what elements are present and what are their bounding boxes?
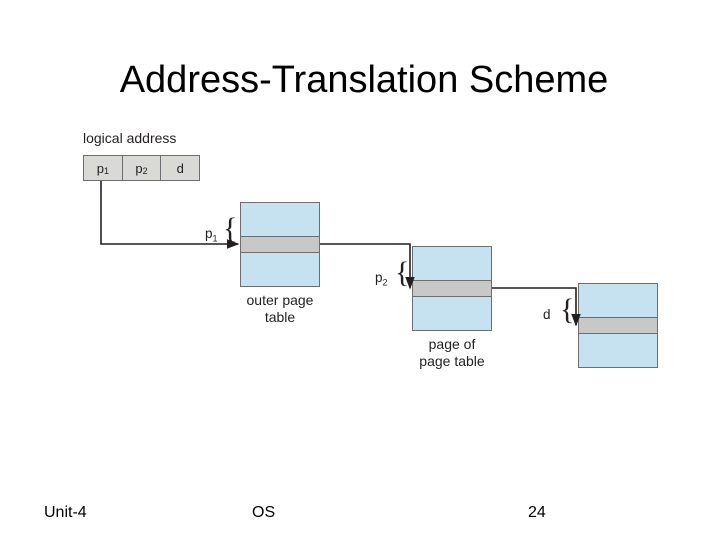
page-of-page-table-index: p2 bbox=[375, 270, 388, 291]
page-of-page-table-index-label: p bbox=[375, 270, 383, 285]
memory-frame-index-label: d bbox=[543, 307, 551, 322]
address-field-d: d bbox=[161, 156, 199, 180]
page-of-page-table-caption-line1: page of bbox=[428, 336, 476, 352]
page-title: Address-Translation Scheme bbox=[119, 59, 609, 101]
outer-page-table-index-sub: 1 bbox=[212, 233, 218, 244]
address-field-p1-name: p bbox=[96, 160, 104, 176]
outer-page-table-caption-line2: table bbox=[264, 309, 296, 325]
outer-page-table-index: p1 bbox=[205, 226, 218, 247]
outer-page-table-brace-icon: { bbox=[223, 212, 238, 245]
address-field-d-name: d bbox=[176, 160, 184, 176]
memory-frame-index: d bbox=[543, 307, 551, 323]
address-field-p1-sub: 1 bbox=[103, 166, 109, 176]
outer-page-table-block bbox=[240, 202, 320, 287]
outer-page-table-index-label: p bbox=[205, 226, 213, 241]
memory-frame-entry bbox=[579, 317, 657, 334]
memory-frame-block bbox=[578, 283, 658, 368]
outer-page-table-entry bbox=[241, 236, 319, 253]
memory-frame-brace-icon: { bbox=[560, 293, 575, 326]
footer-unit-label: Unit-4 bbox=[44, 504, 87, 521]
outer-page-table-caption-line1: outer page bbox=[246, 292, 314, 308]
connector-lines bbox=[100, 181, 581, 327]
footer-course-label: OS bbox=[252, 504, 276, 521]
address-field-p2-name: p bbox=[135, 160, 143, 176]
footer-page-number: 24 bbox=[528, 504, 546, 521]
logical-address-label: logical address bbox=[83, 130, 177, 146]
slide-footer: Unit-4 OS 24 bbox=[0, 496, 728, 546]
page-of-page-table-block bbox=[412, 246, 492, 331]
page-of-page-table-entry bbox=[413, 280, 491, 297]
address-field-p2-sub: 2 bbox=[142, 166, 148, 176]
page-of-page-table-caption-line2: page table bbox=[419, 353, 485, 369]
page-of-page-table-index-sub: 2 bbox=[382, 277, 388, 288]
